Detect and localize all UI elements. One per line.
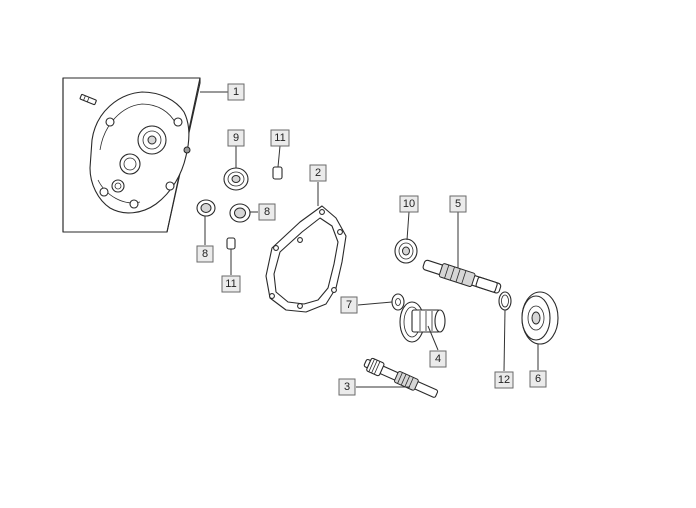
callout-11-upper-label: 11: [274, 132, 285, 144]
callout-11-lower: 11: [221, 275, 241, 293]
callout-3: 3: [338, 378, 356, 396]
callout-11-lower-label: 11: [225, 278, 236, 290]
callout-8-left: 8: [196, 245, 214, 263]
callout-10: 10: [399, 195, 419, 213]
callout-4-label: 4: [435, 353, 441, 365]
part-7-washer: [391, 293, 405, 311]
callout-8-right-label: 8: [264, 206, 270, 218]
part-6-final-gear: [521, 291, 559, 345]
part-8-bearing-left: [196, 199, 216, 217]
callout-8-right: 8: [258, 203, 276, 221]
callout-12-label: 12: [498, 374, 510, 386]
part-9-bearing: [223, 167, 249, 191]
part-10-bearing: [394, 238, 418, 264]
part-1-transmission-cover: [62, 77, 201, 233]
callout-2: 2: [309, 164, 327, 182]
part-4-gear: [399, 301, 446, 343]
callout-4: 4: [429, 350, 447, 368]
callout-5: 5: [449, 195, 467, 213]
part-5-secondary-shaft: [422, 259, 502, 294]
callout-1: 1: [227, 83, 245, 101]
callout-1-label: 1: [233, 86, 239, 98]
callout-5-label: 5: [455, 198, 461, 210]
part-11-dowel-pin-lower: [226, 237, 236, 250]
part-12-circlip: [498, 291, 512, 311]
part-11-dowel-pin-upper: [272, 166, 283, 180]
leader-lines: [200, 91, 539, 388]
callout-3-label: 3: [344, 381, 350, 393]
callout-9-label: 9: [233, 132, 239, 144]
callout-11-upper: 11: [270, 129, 290, 147]
callout-7: 7: [340, 296, 358, 314]
part-3-primary-shaft: [363, 357, 439, 398]
callout-6-label: 6: [535, 373, 541, 385]
callout-12: 12: [494, 371, 514, 389]
callout-10-label: 10: [403, 198, 415, 210]
callout-2-label: 2: [315, 167, 321, 179]
callout-7-label: 7: [346, 299, 352, 311]
part-2-gasket: [265, 205, 347, 313]
callout-9: 9: [227, 129, 245, 147]
callout-6: 6: [529, 370, 547, 388]
callout-8-left-label: 8: [202, 248, 208, 260]
part-8-bearing-right: [229, 203, 251, 223]
